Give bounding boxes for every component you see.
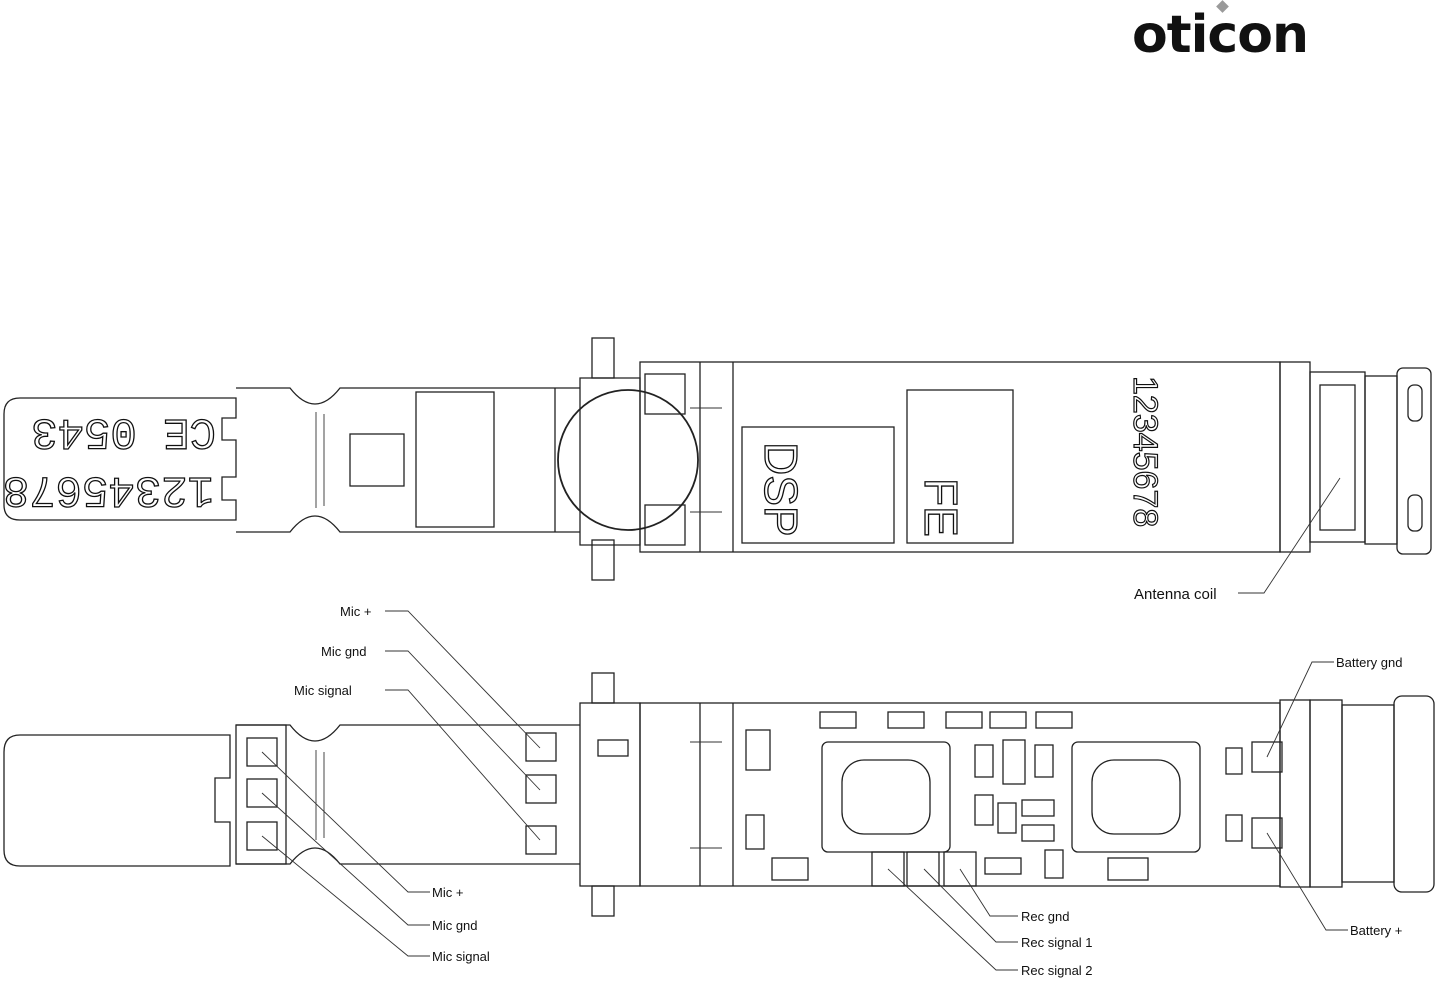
- bottom-connector-base: [1280, 700, 1310, 887]
- top-connector-pins: [1365, 376, 1397, 544]
- label-mic-gnd-top: Mic gnd: [321, 644, 367, 659]
- dsp-label: DSP: [755, 442, 807, 537]
- bottom-view: Mic + Mic gnd Mic signal Mic + Mic gnd M…: [4, 604, 1434, 978]
- smd-part: [975, 745, 993, 777]
- antenna-coil-inner: [1320, 385, 1355, 530]
- label-rec-gnd: Rec gnd: [1021, 909, 1069, 924]
- rec-pad: [907, 852, 939, 886]
- smd-part: [1003, 740, 1025, 784]
- top-clip-bottom: [592, 540, 614, 580]
- top-clip-body: [580, 378, 640, 545]
- smd-part: [820, 712, 856, 728]
- top-round-component: [558, 390, 698, 530]
- bottom-clip-bottom: [592, 886, 614, 916]
- top-connector-slot: [1408, 385, 1422, 421]
- bottom-clip-body: [580, 703, 640, 886]
- antenna-leader: [1238, 478, 1340, 593]
- mic-pad-right: [526, 733, 556, 761]
- bottom-main-board: [640, 703, 1280, 886]
- receiver-left-inner: [842, 760, 930, 834]
- fe-label: FE: [915, 478, 967, 537]
- mic-pad-right: [526, 775, 556, 803]
- smd-part: [1036, 712, 1072, 728]
- label-battery-gnd: Battery gnd: [1336, 655, 1403, 670]
- smd-part: [990, 712, 1026, 728]
- label-mic-gnd-bottom: Mic gnd: [432, 918, 478, 933]
- top-large-pad: [416, 392, 494, 527]
- tab-text-serial: 12345678: [3, 464, 214, 514]
- smd-part: [746, 815, 764, 849]
- top-clip-top: [592, 338, 614, 378]
- smd-part: [946, 712, 982, 728]
- smd-part: [1226, 748, 1242, 774]
- bottom-tab-outline: [4, 735, 230, 866]
- label-battery-plus: Battery +: [1350, 923, 1402, 938]
- receiver-left: [822, 742, 950, 852]
- receiver-right-inner: [1092, 760, 1180, 834]
- label-mic-plus-top: Mic +: [340, 604, 371, 619]
- bottom-left-pad-strip: [236, 725, 286, 864]
- smd-part: [1022, 825, 1054, 841]
- label-mic-signal-bottom: Mic signal: [432, 949, 490, 964]
- smd-part: [998, 803, 1016, 833]
- label-mic-plus-bottom: Mic +: [432, 885, 463, 900]
- smd-part: [985, 858, 1021, 874]
- label-mic-signal-top: Mic signal: [294, 683, 352, 698]
- label-rec-signal-2: Rec signal 2: [1021, 963, 1093, 978]
- smd-part: [598, 740, 628, 756]
- bottom-clip-top: [592, 673, 614, 703]
- smd-part: [1226, 815, 1242, 841]
- bottom-connector-body: [1342, 705, 1394, 882]
- smd-part: [888, 712, 924, 728]
- smd-part: [746, 730, 770, 770]
- smd-part: [1045, 850, 1063, 878]
- label-rec-signal-1: Rec signal 1: [1021, 935, 1093, 950]
- antenna-coil-label: Antenna coil: [1134, 586, 1217, 603]
- bottom-neck: [236, 725, 580, 864]
- smd-part: [772, 858, 808, 880]
- mic-pad-right: [526, 826, 556, 854]
- top-neck: [236, 388, 580, 532]
- board-serial: 12345678: [1126, 376, 1164, 527]
- receiver-right: [1072, 742, 1200, 852]
- leader-lines: [262, 611, 1348, 970]
- bottom-connector-frame: [1310, 700, 1342, 887]
- top-view: CE 0543 12345678 DSP FE 12345678: [3, 338, 1431, 603]
- top-corner-pad: [645, 505, 685, 545]
- smd-part: [1035, 745, 1053, 777]
- smd-part: [1022, 800, 1054, 816]
- antenna-coil: [1310, 372, 1365, 542]
- smd-part: [1108, 858, 1148, 880]
- top-connector-base: [1280, 362, 1310, 552]
- bottom-connector-cap: [1394, 696, 1434, 892]
- top-connector-slot: [1408, 495, 1422, 531]
- smd-part: [975, 795, 993, 825]
- top-small-pad: [350, 434, 404, 486]
- tab-text-ce: CE 0543: [31, 406, 216, 456]
- top-connector-cap: [1397, 368, 1431, 554]
